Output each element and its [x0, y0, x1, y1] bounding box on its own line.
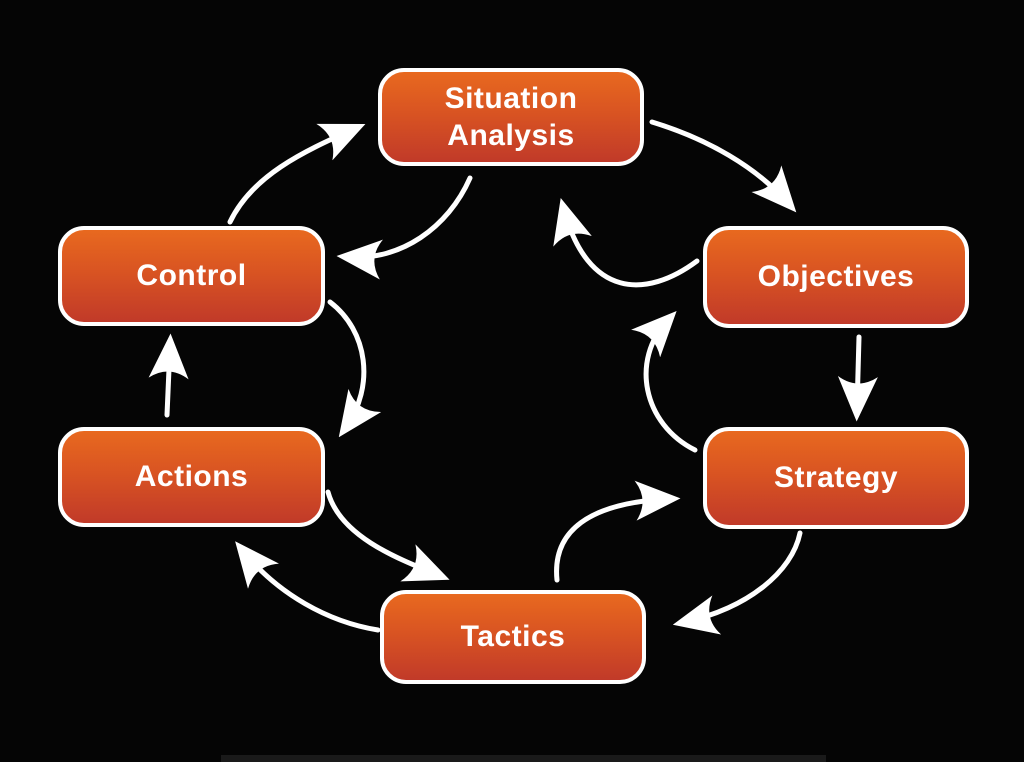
- node-strategy-label: Strategy: [773, 461, 899, 495]
- node-control-label: Control: [136, 259, 247, 293]
- node-tactics-label: Tactics: [460, 620, 566, 654]
- node-objectives-label: Objectives: [757, 260, 915, 294]
- arrow-objectives-to-strategy: [837, 334, 878, 422]
- node-tactics: Tactics: [380, 590, 646, 684]
- node-control: Control: [58, 226, 325, 326]
- arrow-situation-analysis-to-objectives: [649, 119, 797, 213]
- node-situation-analysis: Situation Analysis: [378, 68, 644, 166]
- bottom-edge-artifact: [221, 755, 826, 762]
- arrow-situation-analysis-to-control: [336, 175, 473, 280]
- arrow-actions-to-tactics: [325, 489, 450, 582]
- node-strategy: Strategy: [703, 427, 969, 529]
- node-situation-analysis-label: Situation Analysis: [444, 81, 578, 153]
- node-objectives: Objectives: [703, 226, 969, 328]
- node-actions: Actions: [58, 427, 325, 527]
- arrow-objectives-to-situation-analysis: [553, 197, 700, 288]
- arrow-strategy-to-tactics: [672, 530, 803, 635]
- arrow-actions-to-control: [148, 333, 189, 418]
- arrow-strategy-to-objectives: [631, 310, 698, 453]
- arrow-control-to-situation-analysis: [227, 123, 366, 225]
- arrow-tactics-to-strategy: [554, 480, 681, 583]
- arrow-tactics-to-actions: [235, 541, 381, 633]
- node-actions-label: Actions: [134, 460, 249, 494]
- arrow-control-to-actions: [327, 299, 382, 438]
